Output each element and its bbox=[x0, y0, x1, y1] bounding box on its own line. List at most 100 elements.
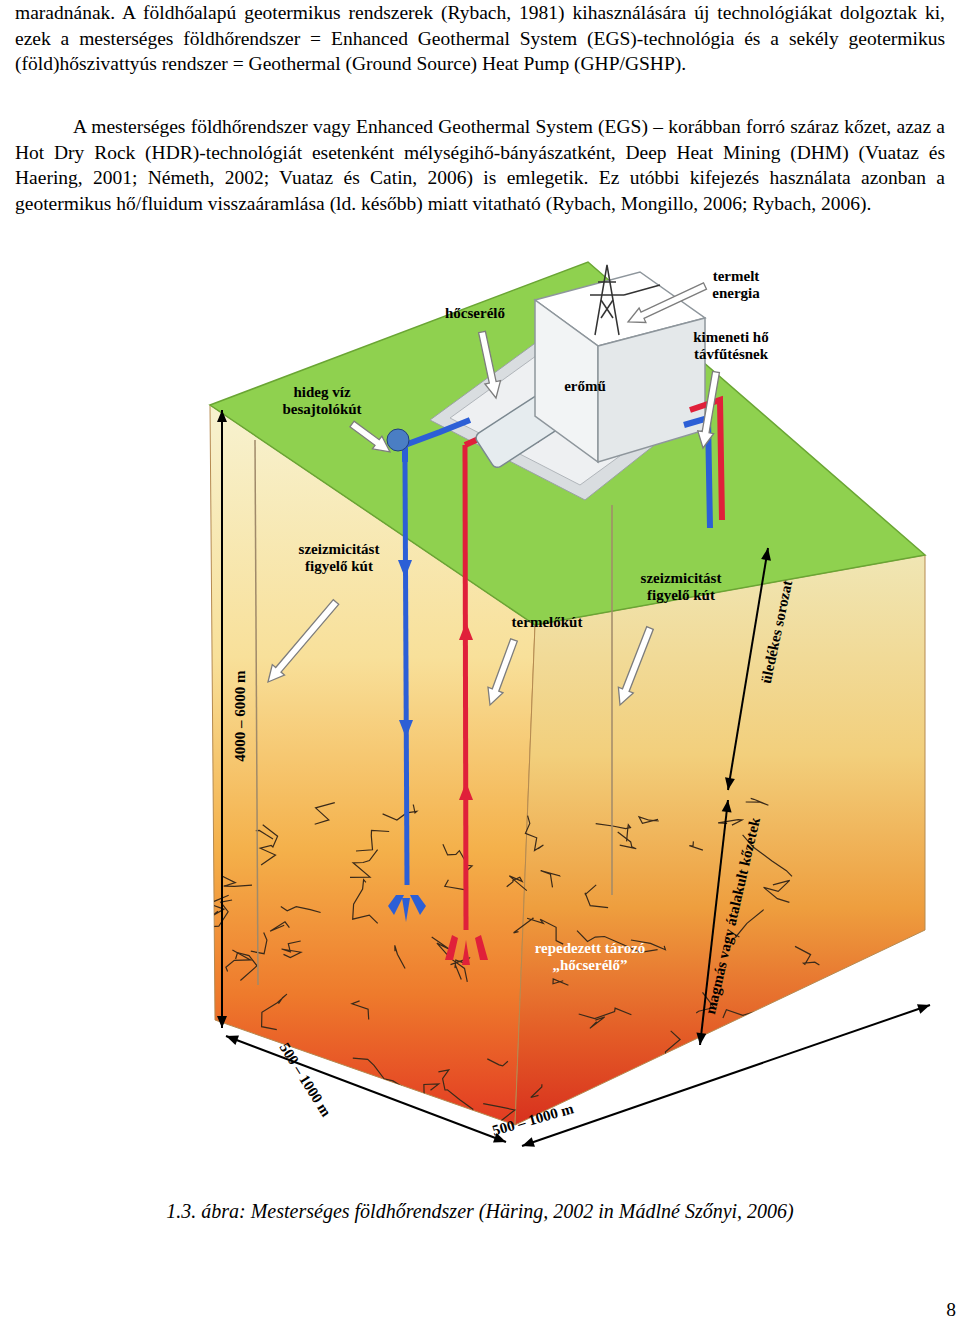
fracture bbox=[262, 994, 287, 1030]
arrowhead bbox=[522, 1137, 535, 1146]
leader-arrow bbox=[618, 627, 653, 705]
body-text: maradnának. A földhőalapú geotermikus re… bbox=[15, 0, 945, 77]
diagram-label: erőmű bbox=[555, 378, 615, 395]
diagram-label: szeizmicitást figyelő kút bbox=[632, 570, 730, 604]
fracture bbox=[256, 830, 273, 839]
diagram-label: hőcserélő bbox=[425, 305, 525, 322]
fracture bbox=[514, 918, 534, 933]
leader-arrow bbox=[628, 283, 707, 323]
fracture bbox=[383, 805, 417, 821]
fracture bbox=[352, 1001, 369, 1020]
fracture bbox=[689, 841, 703, 850]
fracture bbox=[902, 1091, 921, 1140]
fracture bbox=[764, 880, 790, 902]
power-pylon bbox=[590, 265, 660, 335]
fracture bbox=[249, 1091, 266, 1109]
fracture bbox=[795, 946, 819, 965]
fracture bbox=[860, 991, 883, 999]
fracture bbox=[723, 1010, 754, 1018]
dimension-line bbox=[522, 1005, 930, 1146]
fracture bbox=[350, 850, 378, 878]
fracture bbox=[898, 1058, 911, 1067]
fracture bbox=[251, 933, 267, 954]
body-text: A mesterséges földhőrendszer vagy Enhanc… bbox=[15, 114, 945, 216]
arrowhead bbox=[217, 1016, 227, 1028]
fracture bbox=[718, 820, 742, 826]
fracture bbox=[759, 1092, 778, 1125]
arrowhead bbox=[722, 800, 732, 812]
pipe bbox=[405, 420, 470, 462]
arrowhead bbox=[226, 1036, 239, 1045]
fracture bbox=[315, 803, 335, 825]
diagram-label: kimeneti hő távfűtésnek bbox=[686, 329, 776, 363]
fracture bbox=[579, 1008, 632, 1019]
fracture bbox=[356, 831, 389, 852]
fracture bbox=[445, 880, 464, 890]
fracture bbox=[553, 979, 568, 985]
fracture bbox=[700, 1123, 719, 1145]
fracture bbox=[353, 880, 378, 924]
arrowhead bbox=[217, 410, 227, 422]
fracture bbox=[281, 907, 321, 913]
fracture bbox=[236, 953, 257, 981]
fracture bbox=[634, 1076, 661, 1090]
arrowhead bbox=[725, 777, 735, 790]
fracture bbox=[226, 950, 251, 972]
diagram-label: 4000 – 6000 m bbox=[232, 670, 249, 761]
fracture bbox=[717, 1107, 749, 1129]
fracture bbox=[270, 922, 289, 931]
leader-arrow bbox=[488, 639, 517, 705]
monitoring-well bbox=[611, 505, 613, 895]
fracture bbox=[541, 871, 560, 888]
diagram-label: termelt energia bbox=[700, 268, 772, 302]
dimension-line bbox=[226, 1036, 506, 1142]
fracture bbox=[438, 1070, 473, 1110]
fracture bbox=[746, 798, 769, 805]
flow-arrows bbox=[388, 560, 426, 922]
fracture bbox=[206, 895, 229, 917]
fracture bbox=[639, 817, 659, 823]
fractures bbox=[172, 798, 925, 1145]
fracture bbox=[642, 1031, 681, 1090]
arrowhead bbox=[696, 1033, 706, 1045]
fracture bbox=[282, 941, 301, 958]
diagram-label: hideg víz besajtolókút bbox=[272, 384, 372, 418]
fracture bbox=[507, 876, 527, 891]
fracture bbox=[525, 816, 543, 851]
leader-arrows bbox=[268, 283, 719, 705]
pump bbox=[387, 429, 409, 451]
fracture bbox=[222, 876, 252, 886]
fracture bbox=[585, 885, 608, 908]
body-text: 8 bbox=[936, 1297, 956, 1323]
fracture bbox=[395, 945, 405, 968]
leader-arrow bbox=[268, 600, 339, 682]
diagram-label: szeizmicitást figyelő kút bbox=[290, 541, 388, 575]
diagram-label: termelőkút bbox=[492, 614, 602, 631]
figure-caption: 1.3. ábra: Mesterséges földhőrendszer (H… bbox=[0, 1200, 960, 1223]
diagram-label: repedezett tározó „hőcserélő” bbox=[520, 940, 660, 974]
dimension-arrows bbox=[217, 410, 930, 1147]
fracture bbox=[374, 1113, 394, 1132]
fracture bbox=[892, 961, 908, 965]
leader-arrow bbox=[698, 371, 720, 448]
production-well bbox=[465, 445, 466, 930]
injection-well bbox=[405, 462, 407, 885]
fracture bbox=[353, 1058, 408, 1090]
fracture bbox=[590, 1017, 605, 1028]
fracture bbox=[357, 1111, 388, 1143]
leader-arrow bbox=[479, 331, 501, 398]
monitoring-well bbox=[255, 440, 258, 985]
fracture bbox=[658, 1115, 674, 1134]
fracture bbox=[596, 824, 631, 842]
fracture bbox=[172, 1035, 230, 1050]
flow-arrows bbox=[445, 622, 488, 965]
arrowhead bbox=[917, 1004, 930, 1013]
right-face bbox=[515, 555, 925, 1125]
dimension-line bbox=[221, 410, 223, 1028]
fracture bbox=[774, 1106, 805, 1119]
leader-arrow bbox=[350, 421, 390, 452]
ground-surface bbox=[210, 262, 925, 625]
fracture bbox=[260, 825, 277, 865]
fracture bbox=[487, 1059, 508, 1066]
fracture bbox=[531, 1084, 542, 1097]
